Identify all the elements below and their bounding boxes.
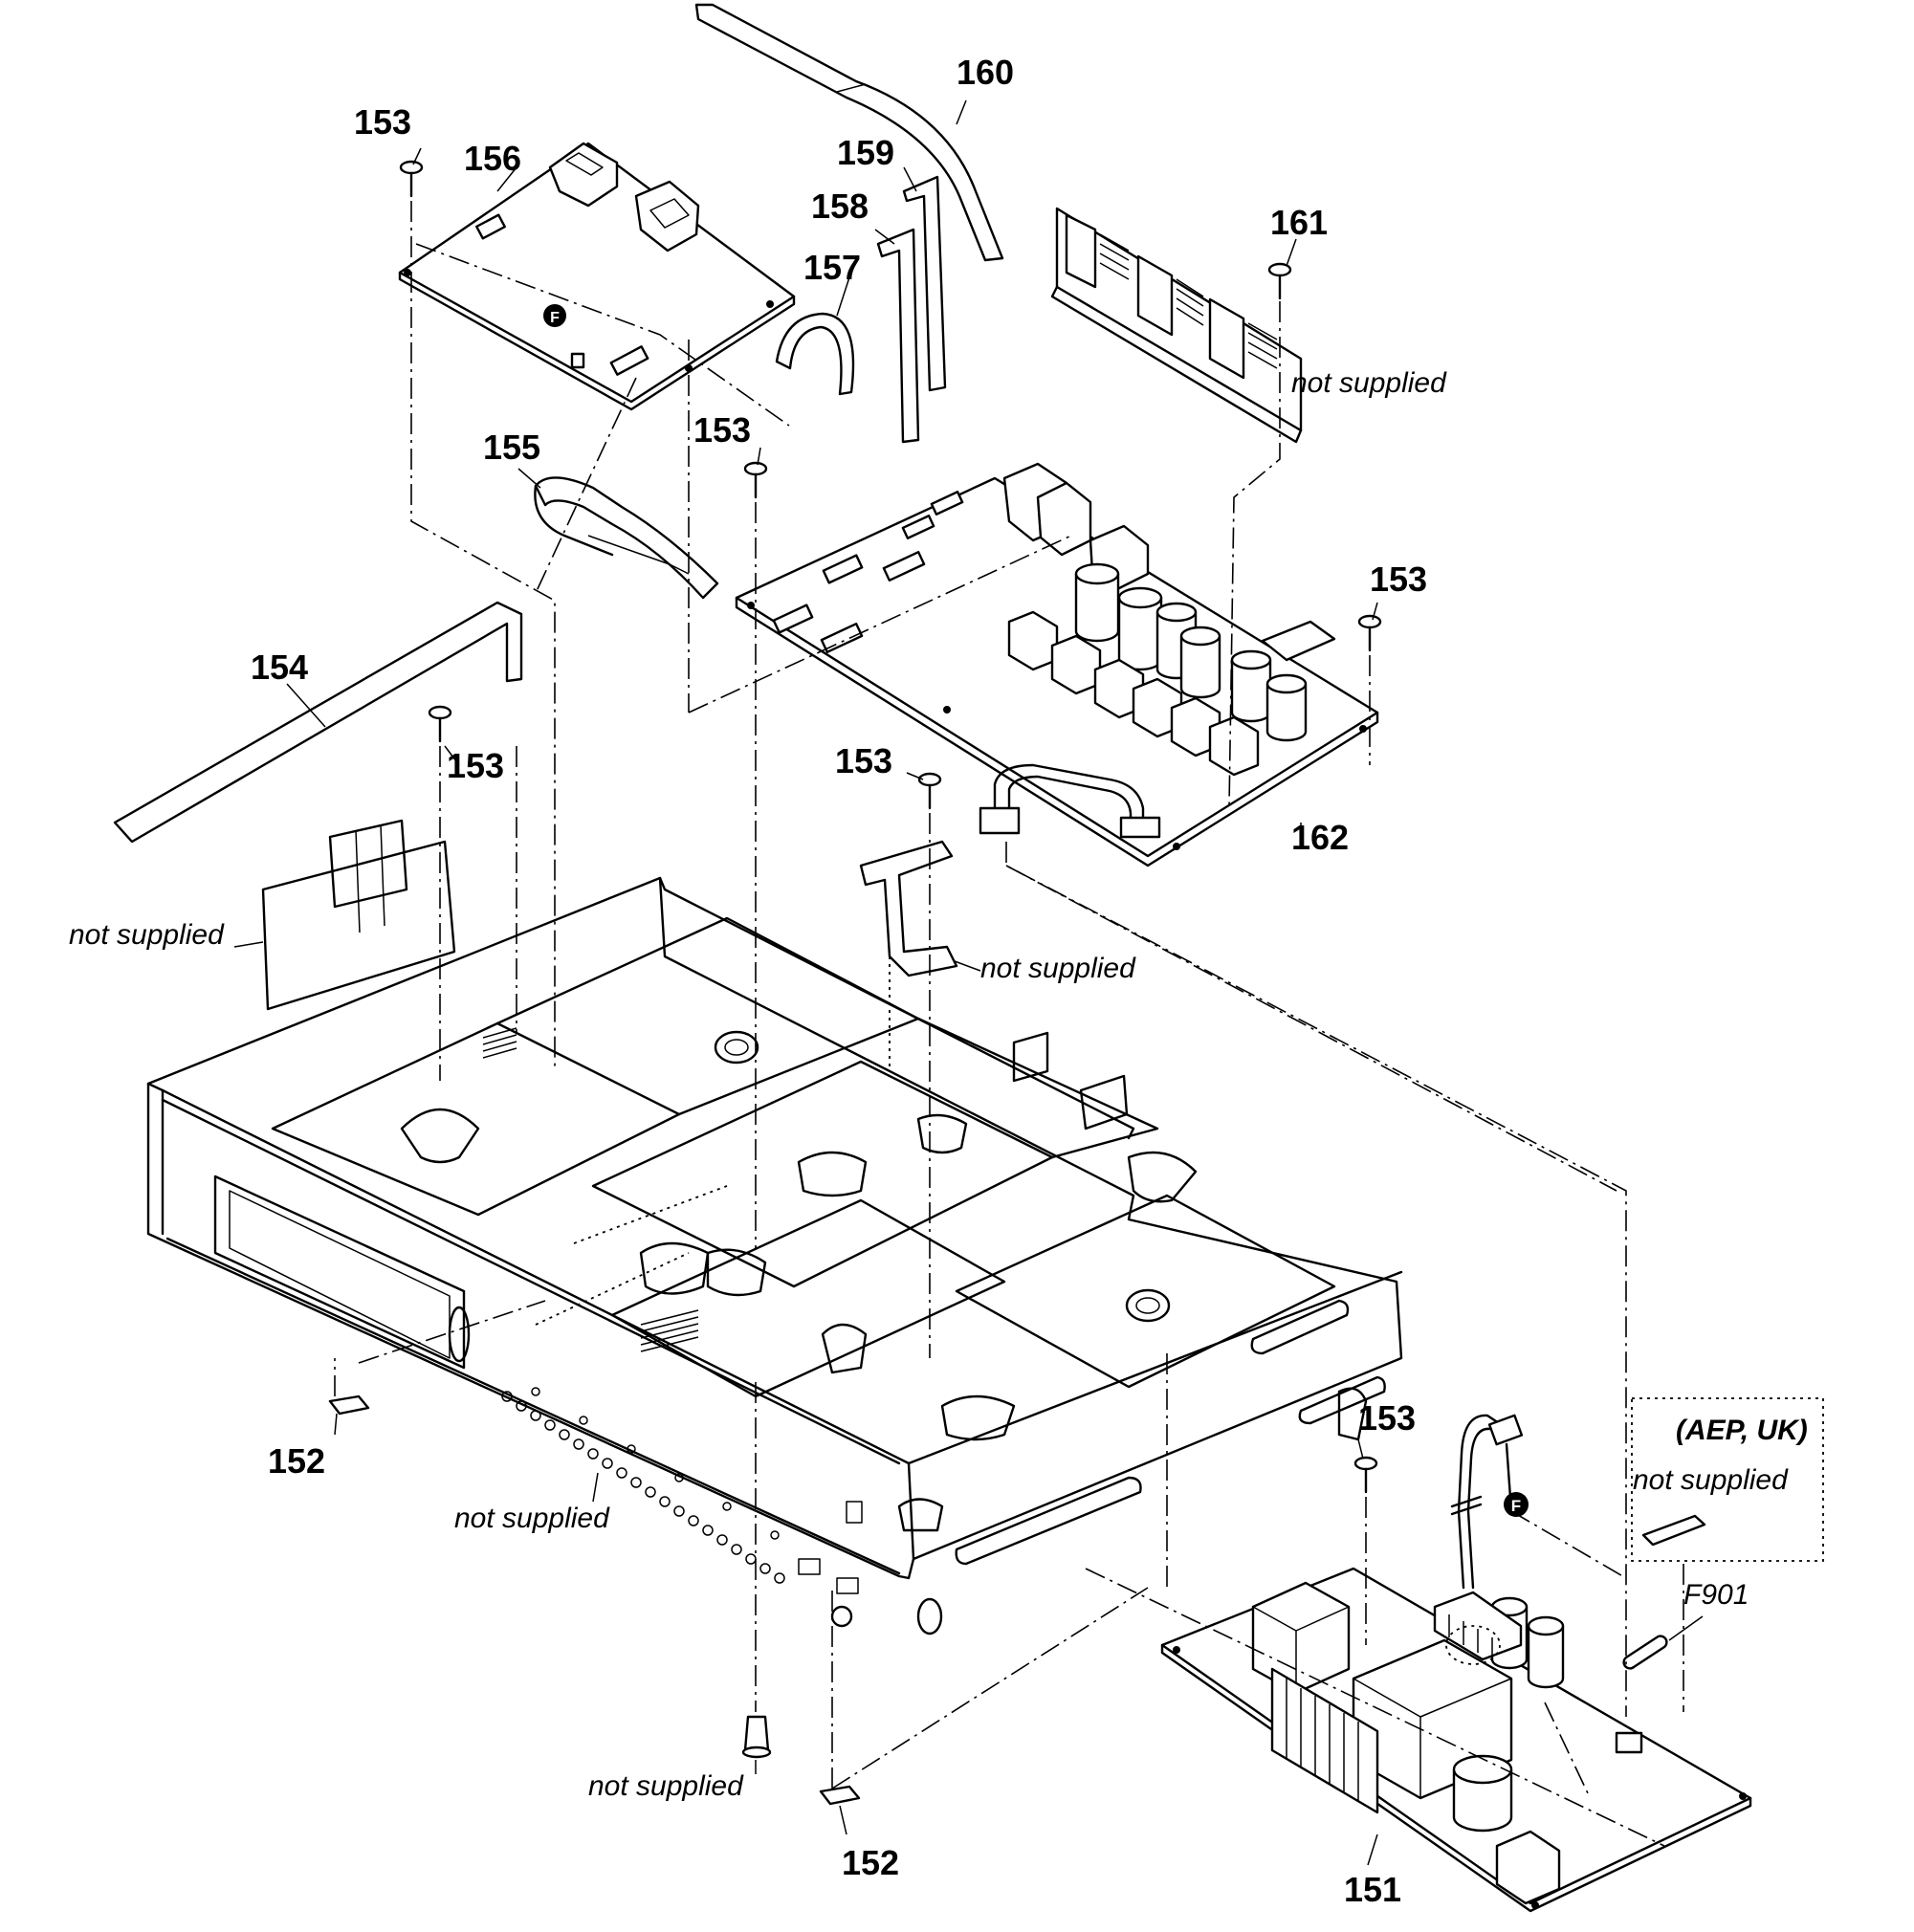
label-153-d: 153 (447, 746, 504, 785)
note-not-supplied-panel: not supplied (454, 1503, 610, 1534)
flat-cable-159 (902, 175, 947, 392)
note-not-supplied-display: not supplied (1291, 367, 1447, 399)
wire-harness-F (1450, 1414, 1524, 1590)
power-board-151 (1160, 1567, 1752, 1913)
flat-cable-158 (876, 228, 920, 444)
label-f901: F901 (1683, 1579, 1749, 1611)
foot-152-a (328, 1394, 370, 1416)
note-not-supplied-bracket: not supplied (980, 953, 1136, 984)
dotted-guide-lines (535, 956, 891, 1326)
label-157: 157 (803, 248, 861, 287)
svg-text:F: F (550, 310, 560, 326)
fuse-F901 (1622, 1635, 1668, 1670)
board-162 (735, 462, 1379, 867)
label-153-c: 153 (1370, 560, 1427, 599)
label-161: 161 (1270, 203, 1328, 242)
display-module-not-supplied-161 (1050, 207, 1303, 444)
label-154: 154 (251, 648, 308, 687)
screw-153-c (1357, 614, 1382, 652)
flat-cable-160 (694, 3, 1004, 262)
foot-152-b (819, 1785, 861, 1806)
screw-161 (1267, 262, 1292, 300)
main-chassis (146, 876, 1403, 1636)
screw-153-d (428, 705, 452, 743)
svg-text:F: F (1511, 1497, 1521, 1515)
label-155: 155 (483, 428, 540, 467)
flat-cable-154 (113, 601, 523, 844)
label-158: 158 (811, 187, 869, 226)
label-162: 162 (1291, 818, 1349, 857)
rear-panel-connectors (501, 1387, 863, 1628)
label-152-a: 152 (268, 1441, 325, 1481)
label-153-a: 153 (354, 102, 411, 142)
push-rivet-not-supplied (741, 1715, 772, 1759)
screw-153-a (399, 160, 424, 198)
note-not-supplied-rivet: not supplied (588, 1770, 744, 1802)
shield-plate-not-supplied (261, 819, 456, 1011)
screw-153-b (743, 461, 768, 499)
note-region-aep-uk: (AEP, UK) (1676, 1415, 1808, 1446)
flat-cable-157 (775, 312, 855, 396)
connector-marker-f-top: F (543, 304, 566, 327)
note-not-supplied-shield: not supplied (69, 919, 225, 951)
bracket-not-supplied (859, 840, 958, 977)
label-153-b: 153 (693, 410, 751, 450)
label-153-f: 153 (1358, 1398, 1416, 1438)
note-not-supplied-insulator: not supplied (1633, 1464, 1789, 1496)
label-153-e: 153 (835, 741, 892, 780)
screw-153-e (917, 772, 942, 810)
capacitors-162 (1074, 562, 1308, 742)
label-159: 159 (837, 133, 894, 172)
label-152-b: 152 (842, 1843, 899, 1882)
label-156: 156 (464, 139, 521, 178)
label-151: 151 (1344, 1870, 1401, 1909)
label-160: 160 (957, 53, 1014, 92)
board-156 (398, 142, 796, 411)
assembly-guide-lines (334, 201, 1684, 1847)
flat-cable-155 (534, 476, 719, 600)
screw-153-f (1353, 1456, 1378, 1494)
insulator-sheet-aep-uk (1631, 1397, 1824, 1562)
connector-marker-f-bottom: F (1504, 1492, 1529, 1517)
leader-lines (233, 99, 1704, 1866)
relays-162 (1007, 610, 1260, 777)
